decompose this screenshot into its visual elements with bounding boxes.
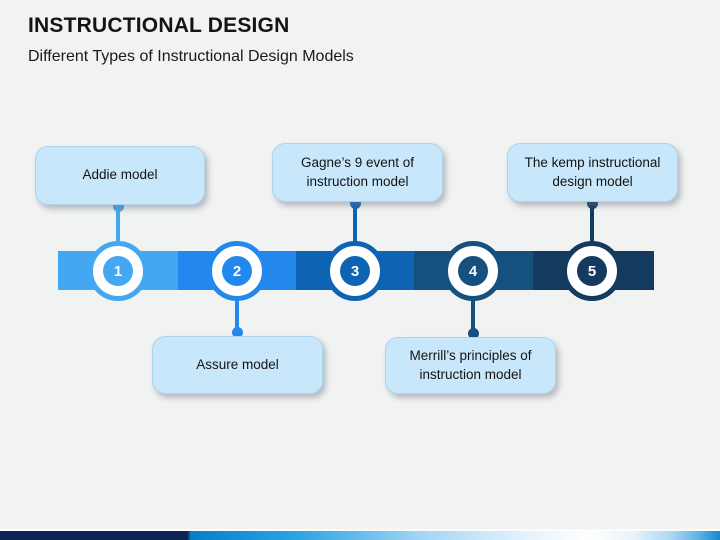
callout-addie-label: Addie model: [82, 167, 158, 183]
callout-merrill-label: Merrill’s principles of instruction mode…: [409, 348, 532, 382]
page-title: INSTRUCTIONAL DESIGN: [28, 14, 290, 37]
step-circle-5: 5: [562, 241, 622, 301]
callout-kemp-model: The kemp instructional design model: [507, 143, 678, 202]
callout-assure-model: Assure model: [152, 336, 323, 394]
callout-merrill-model: Merrill’s principles of instruction mode…: [385, 337, 556, 394]
step-circle-1: 1: [88, 241, 148, 301]
connector-dot-2: [232, 327, 243, 338]
callout-assure-label: Assure model: [196, 356, 279, 372]
callout-gagne-label: Gagne’s 9 event of instruction model: [300, 155, 415, 189]
connector-dot-1: [113, 201, 124, 212]
step-number-4: 4: [458, 256, 488, 286]
step-number-2: 2: [222, 256, 252, 286]
step-circle-2: 2: [207, 241, 267, 301]
connector-stem-3: [353, 202, 357, 245]
connector-dot-5: [587, 198, 598, 209]
step-number-3: 3: [340, 256, 370, 286]
callout-gagne-model: Gagne’s 9 event of instruction model: [272, 143, 443, 202]
step-number-5: 5: [577, 256, 607, 286]
footer-separator: [0, 529, 720, 531]
connector-dot-3: [350, 198, 361, 209]
step-circle-3: 3: [325, 241, 385, 301]
step-circle-4: 4: [443, 241, 503, 301]
page-subtitle: Different Types of Instructional Design …: [28, 48, 354, 65]
connector-stem-1: [116, 205, 120, 245]
callout-addie-model: Addie model: [35, 146, 205, 205]
connector-stem-5: [590, 202, 594, 245]
footer-gradient-bar: [0, 531, 720, 540]
connector-stem-4: [471, 297, 475, 337]
connector-stem-2: [235, 297, 239, 336]
step-number-1: 1: [103, 256, 133, 286]
connector-dot-4: [468, 328, 479, 339]
callout-kemp-label: The kemp instructional design model: [524, 155, 661, 189]
